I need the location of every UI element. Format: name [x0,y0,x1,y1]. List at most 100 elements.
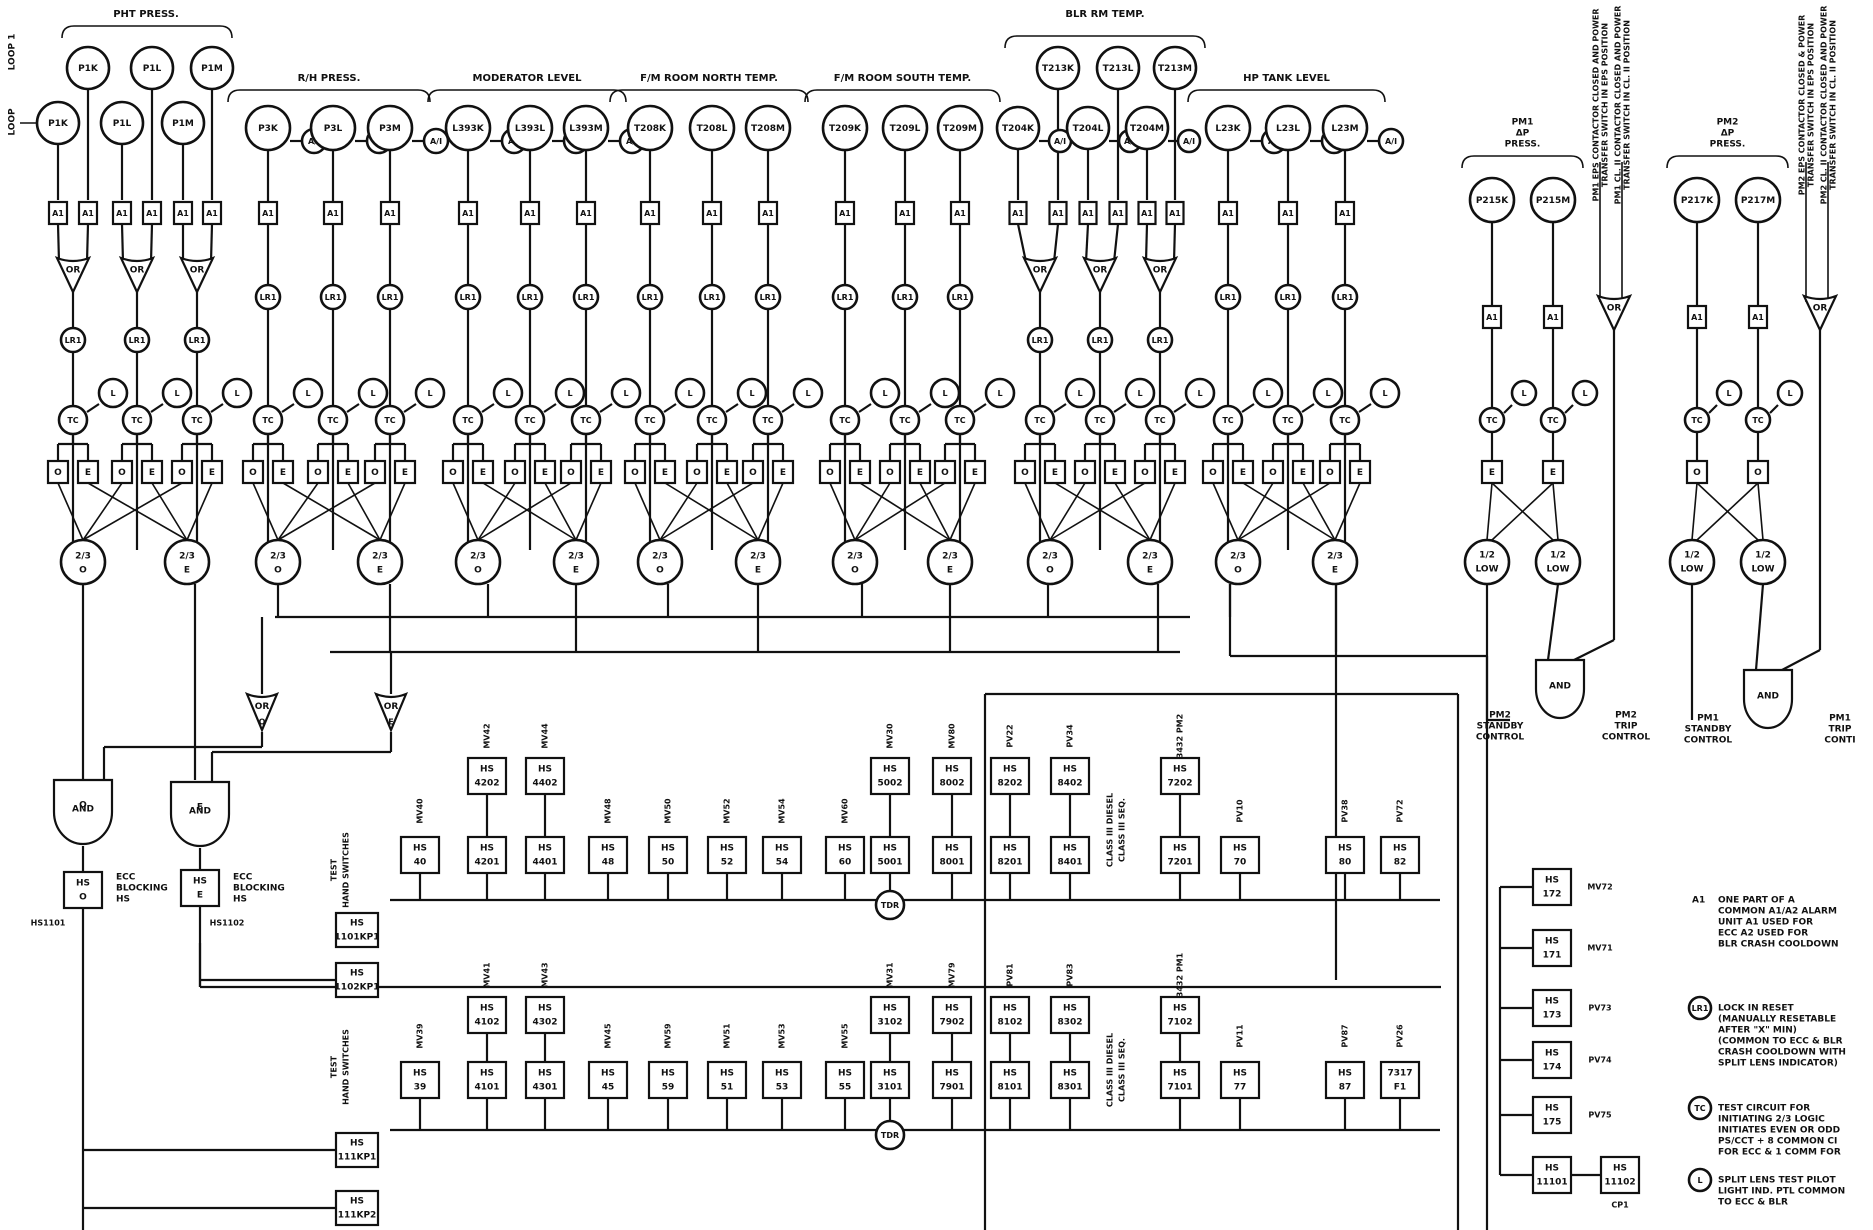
vote-circle [1739,538,1787,586]
or-gate [118,256,156,295]
lock-reset-circle-label: LR1 [642,293,659,302]
wire [1769,404,1779,414]
test-switch-box-label: 1101KP1 [335,933,380,943]
hs-switch-upper-label: HS [538,765,552,775]
hs-switch-upper [989,756,1031,796]
even-box-label: E [1357,468,1363,478]
wire [781,403,795,413]
split-lens-circle-label: L [687,389,692,398]
odd-box-label: O [567,468,575,478]
hs-switch-upper-label: 3102 [877,1018,902,1028]
vote-wire [949,482,976,541]
vote-wire [544,482,577,541]
alarm-box-label: A1 [177,209,189,218]
tdr-circle [874,889,906,921]
hs-switch-lower-label: 60 [839,858,852,868]
hs-switch-lower-label: 40 [414,858,427,868]
hs-switch-lower-label: HS [661,1069,675,1079]
hs-switch-lower-label: 77 [1234,1083,1247,1093]
odd-box-label: O [54,468,62,478]
alarm-box-label: A1 [1141,209,1153,218]
lock-reset-circle [516,283,544,311]
alarm-box [701,200,723,226]
switch-tag: MV54 [778,798,787,824]
or-o-gate [244,692,280,733]
test-circuit-circle-label: TC [762,416,773,425]
hs-switch-lower-label: 53 [776,1083,789,1093]
hs-switch-lower-label: HS [838,844,852,854]
right-switch-box-label: HS [1545,876,1559,886]
odd-box-label: O [449,468,457,478]
pm-box-label: O [1693,468,1701,478]
hs-switch-lower-label: HS [538,844,552,854]
hs-switch-lower-label: HS [413,844,427,854]
odd-box-label: O [371,468,379,478]
legend-text: FOR ECC & 1 COMM FOR [1718,1148,1841,1158]
cp1-label: CP1 [1611,1201,1629,1210]
vote-label: 1/2 [1755,551,1771,561]
legend-text: (COMMON TO ECC & BLR [1718,1037,1843,1047]
vote-wire [477,482,572,541]
vote-label: 2/3 [847,552,863,562]
vote-wire [379,482,406,541]
hs-switch-upper-label: HS [883,765,897,775]
switch-tag: MV60 [841,798,850,824]
test-switch-label: HAND SWITCHES [342,832,351,908]
wire [56,223,61,263]
hs-switch-lower [931,835,973,875]
hs-o-box-label: O [79,893,87,903]
switch-tag: MV42 [483,723,492,748]
hs-switch-lower-label: 87 [1339,1083,1352,1093]
alarm-box-label: A1 [82,209,94,218]
pm-title: PRESS. [1710,140,1746,150]
switch-tag: PV11 [1236,1024,1245,1048]
switch-tag: PV72 [1396,799,1405,822]
even-box-label: E [280,468,286,478]
wire [1112,223,1120,263]
lock-reset-circle [698,283,726,311]
sensor-circle-label: T213K [1042,64,1075,74]
right-switch-tag: PV73 [1588,1004,1611,1013]
odd-box-label: O [1209,468,1217,478]
and-o-gate-label: AND [72,804,94,814]
hs-switch-lower-label: 8401 [1057,858,1082,868]
group-title: BLR RM TEMP. [1065,9,1144,20]
lock-reset-circle-label: LR1 [460,293,477,302]
hs-switch-upper [1049,756,1091,796]
wire [481,403,495,413]
vote-wire [82,482,183,541]
and-o-sub: O [79,801,87,811]
alarm-box-label: A1 [1052,209,1064,218]
alarm-box-label: A1 [116,209,128,218]
right-switch-tag: PV74 [1588,1056,1612,1065]
sensor-circle-label: L23K [1215,124,1241,134]
right-switch-box [1531,1155,1573,1195]
and-e-sub: E [197,803,203,813]
hs-switch-upper-label: 4402 [532,779,557,789]
pm-control-label: CONTI [1824,736,1855,746]
split-lens-circle-label: L [1325,389,1330,398]
test-switch-box-label: HS [350,1197,364,1207]
hs-switch-lower [524,1060,566,1100]
wire [1173,403,1187,413]
switch-tag: PV38 [1341,799,1350,823]
hs-switch-lower-label: HS [1173,844,1187,854]
vote-label: 2/3 [470,552,486,562]
sensor-circle-label: T213M [1158,64,1192,74]
lock-reset-circle-label: LR1 [522,293,539,302]
right-switch-box-label: 171 [1543,951,1562,961]
hs-switch-lower [824,835,866,875]
sensor-circle-label: L393K [452,124,485,134]
sensor-circle-label: P3M [379,124,401,134]
vote-wire [277,482,319,541]
split-lens-circle-label: L [1787,389,1792,398]
switch-tag: MV51 [723,1023,732,1049]
odd-box-label: O [178,468,186,478]
vote-wire [477,482,516,541]
and-o-gate [52,778,114,846]
hs-switch-upper-label: 7202 [1167,779,1192,789]
hs-switch-lower-label: HS [538,1069,552,1079]
vote-wire [277,482,376,541]
vote-wire [347,482,381,541]
vote-wire [1114,482,1151,541]
